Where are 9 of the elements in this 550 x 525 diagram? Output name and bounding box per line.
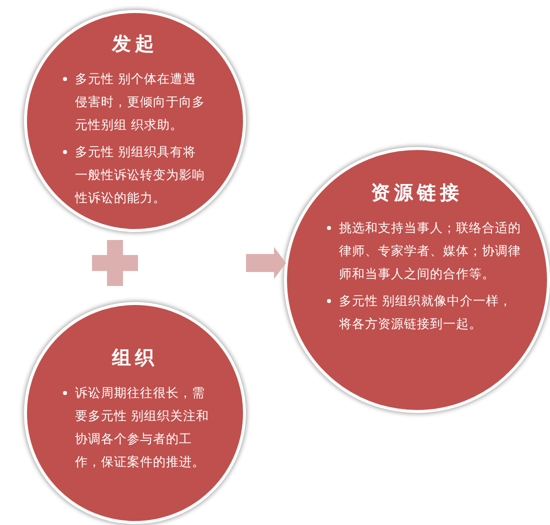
bullet-text: 多元性 别组织具有将一般性诉讼转变为影响性诉讼的能力。 [75,144,205,205]
bullet-text: 多元性 别个体在遭遇侵害时，更倾向于向多元性别组 织求助。 [75,71,205,132]
bullet-text: 诉讼周期往往很长，需要多元性 别组织关注和协调各个参与者的工作，保证案件的推进。 [75,385,209,469]
heading: 组织 [112,346,158,371]
heading: 资源链接 [371,181,463,206]
arrow [246,247,286,279]
bullet-text: 多元性 别组织就像中介一样，将各方资源链接到一起。 [339,293,512,331]
heading: 发起 [112,32,158,57]
bullet-text: 挑选和支持当事人；联络合适的律师、专家学者、媒体；协调律师和当事人之间的合作等。 [339,220,521,281]
